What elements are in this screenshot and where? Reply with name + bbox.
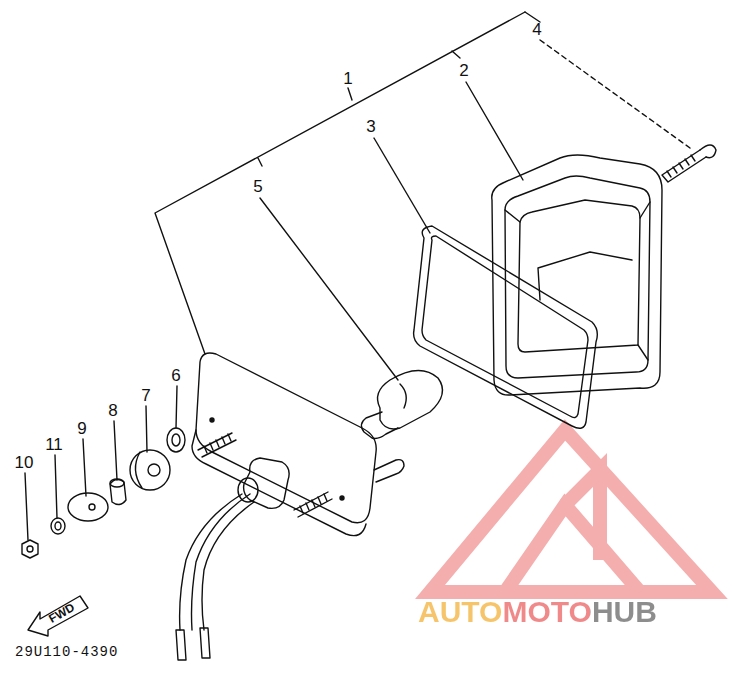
watermark-logo (430, 430, 712, 592)
callout-number: 1 (343, 70, 352, 87)
direction-arrow: FWD (26, 592, 90, 638)
callout-number: 10 (15, 454, 34, 471)
callout-number: 7 (141, 387, 150, 404)
callout-number: 3 (366, 118, 375, 135)
callout-number: 2 (459, 62, 468, 79)
callout-number: 5 (253, 178, 262, 195)
callout-number: 6 (171, 367, 180, 384)
diagram-code: 29U110-4390 (15, 645, 118, 659)
callout-number: 4 (532, 21, 541, 38)
callout-number: 8 (108, 402, 117, 419)
callout-number: 11 (45, 436, 63, 453)
watermark: AUTOMOTOHUB (418, 597, 657, 627)
callout-number: 9 (77, 420, 86, 437)
